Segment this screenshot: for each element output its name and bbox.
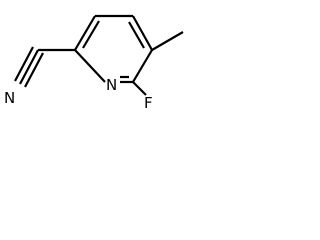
bond-n1-c2 — [74, 49, 106, 83]
methyl-bond — [151, 31, 184, 51]
bond-c4-c5-inner — [128, 21, 145, 49]
pyridine-ring — [74, 14, 153, 84]
bond-c2-c3-inner — [82, 20, 100, 49]
nitrile-triple-bond — [14, 46, 44, 88]
bond-c2-c3 — [74, 15, 96, 51]
fluorine-bond — [132, 81, 147, 96]
molecule-diagram: N N F — [4, 14, 184, 112]
ring-nitrogen-label: N — [106, 76, 117, 94]
bond-c4-c5 — [132, 15, 153, 51]
nitrile-nitrogen-label: N — [4, 89, 15, 107]
triple-bond-line-3 — [24, 52, 44, 88]
triple-bond-line-1 — [19, 49, 39, 85]
bond-c5-c6 — [132, 49, 153, 83]
fluorine-label: F — [144, 94, 153, 112]
triple-bond-line-2 — [14, 46, 34, 82]
